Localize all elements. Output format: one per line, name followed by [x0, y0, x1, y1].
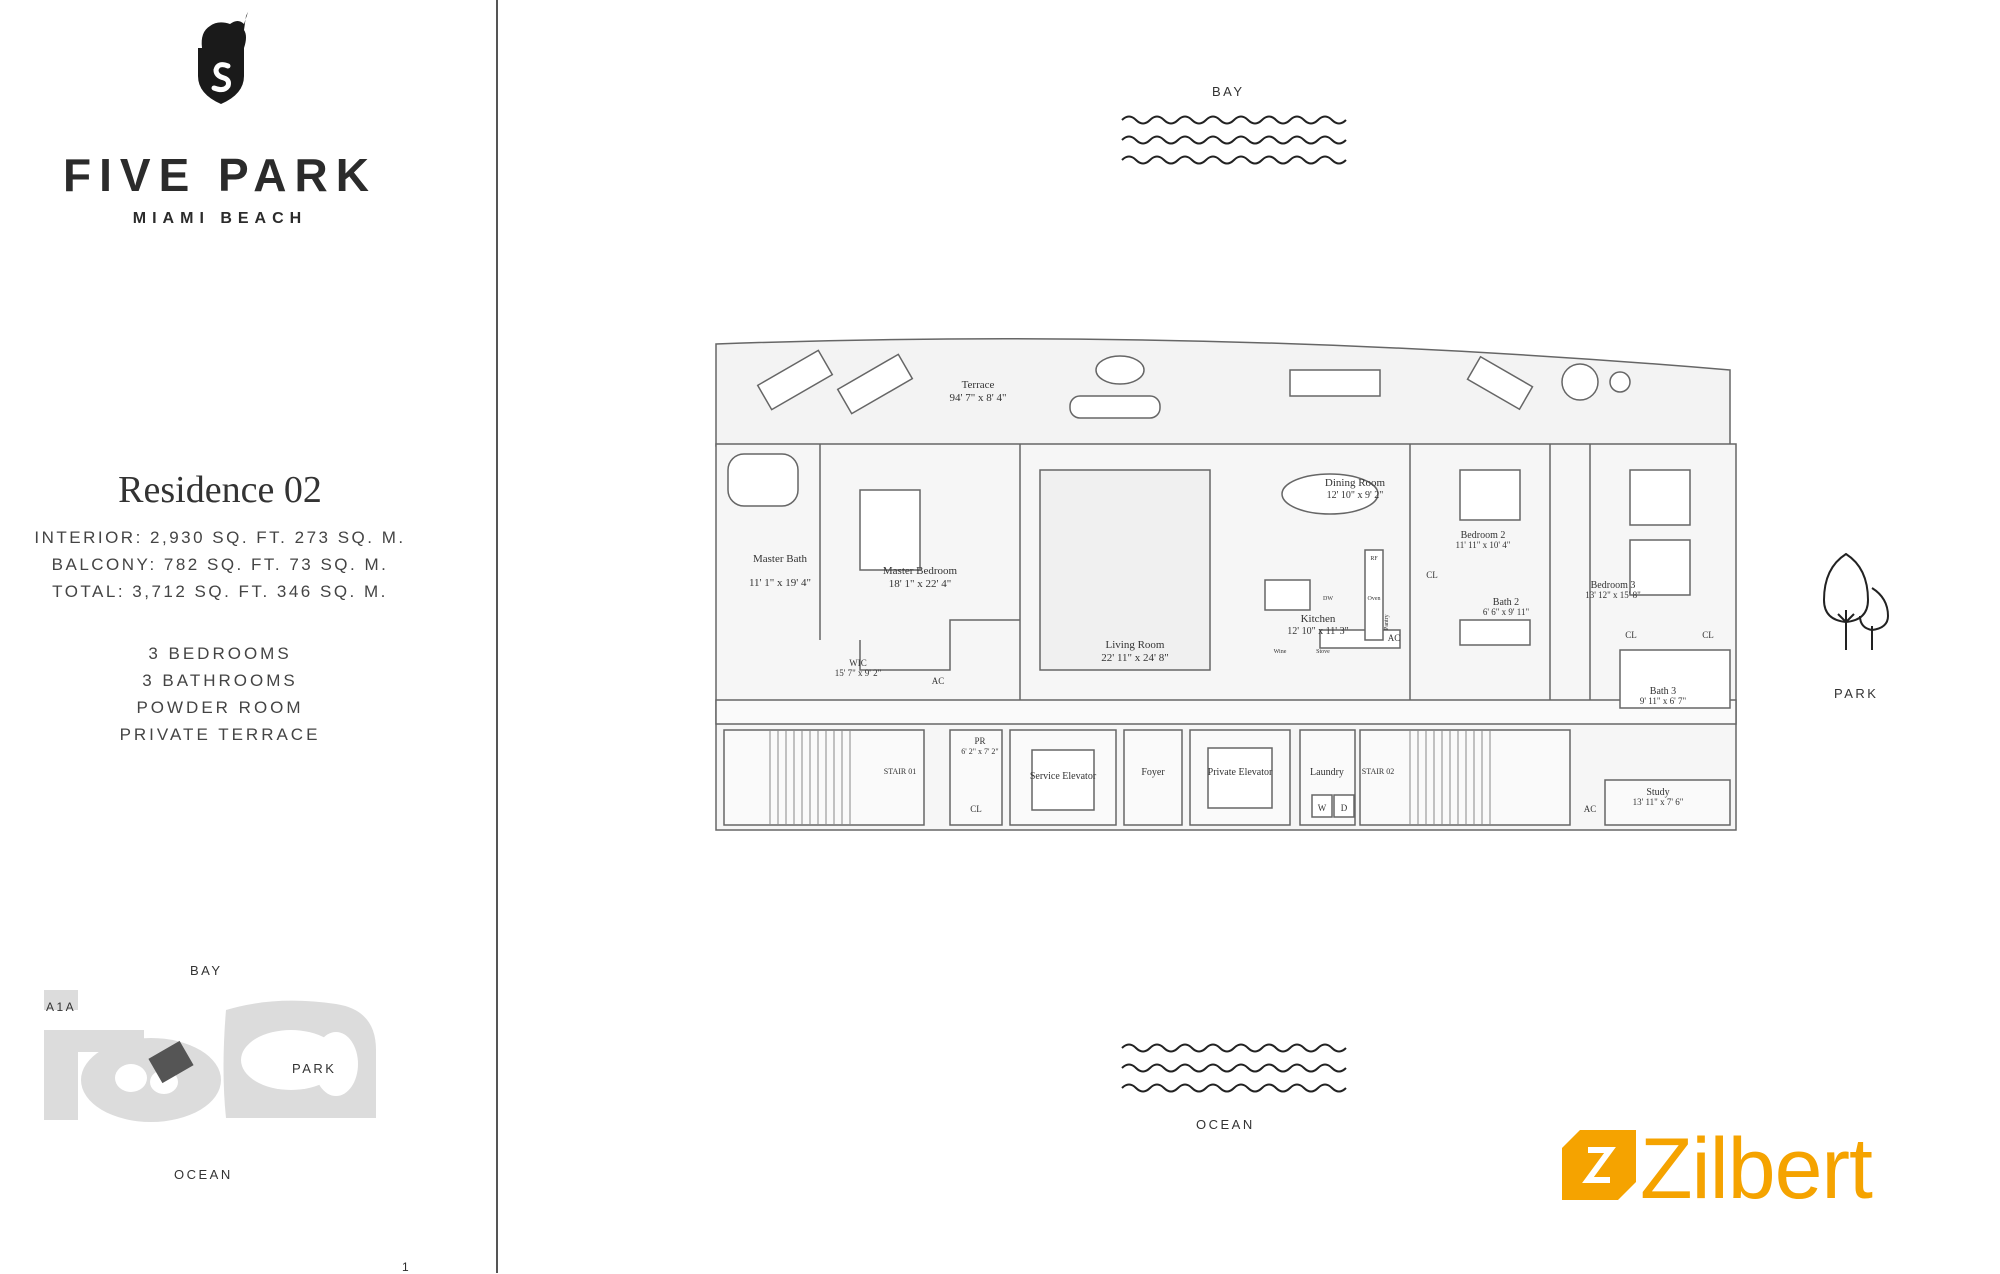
master-bath-dim: 11' 1" x 19' 4"	[749, 577, 811, 589]
spec-total: TOTAL: 3,712 SQ. FT. 346 SQ. M.	[52, 582, 388, 601]
wic-label: WIC	[849, 658, 867, 668]
rf-label: RF	[1370, 556, 1378, 562]
floor-plan: Terrace 94' 7" x 8' 4" Master Bath 11' 1…	[715, 338, 1737, 831]
cl-label-1: CL	[970, 804, 982, 814]
master-bedroom-dim: 18' 1" x 22' 4"	[889, 578, 951, 590]
developer-name: Zilbert	[1640, 1121, 1873, 1217]
stair1-label: STAIR 01	[884, 767, 916, 776]
panel-divider	[496, 0, 498, 1273]
bedroom2-label: Bedroom 2	[1461, 530, 1506, 541]
bedroom2-bed	[1459, 469, 1521, 521]
oven-label: Oven	[1368, 596, 1381, 602]
pr-label: PR	[974, 736, 985, 746]
living-rug	[1039, 469, 1211, 671]
washer-label: W	[1318, 803, 1327, 813]
bay-waves-icon	[1121, 115, 1347, 165]
kitchen-label: Kitchen	[1301, 613, 1336, 625]
study	[1604, 779, 1731, 826]
kitchen-dim: 12' 10" x 11' 3"	[1287, 626, 1348, 637]
terrace-label: Terrace	[962, 379, 995, 391]
feature-bedrooms: 3 BEDROOMS	[148, 644, 292, 663]
feature-powder-room: POWDER ROOM	[136, 698, 304, 717]
a1a-block	[44, 990, 78, 1010]
master-tub	[727, 453, 799, 507]
park-tree-icon	[1822, 552, 1890, 650]
bath2-label: Bath 2	[1493, 597, 1519, 608]
master-bed	[859, 489, 921, 571]
bedroom3-bed-b	[1629, 539, 1691, 596]
service-elevator-label: Service Elevator	[1030, 771, 1097, 782]
bath3	[1619, 649, 1731, 709]
sitemap-ocean-label: OCEAN	[174, 1167, 233, 1182]
residence-title: Residence 02	[118, 469, 322, 511]
dining-room-dim: 12' 10" x 9' 2"	[1327, 490, 1384, 501]
pr-dim: 6' 2" x 7' 2"	[961, 747, 998, 756]
study-label: Study	[1646, 787, 1669, 798]
page-number: 1	[402, 1260, 409, 1274]
stair-01	[723, 729, 925, 826]
dryer-label: D	[1341, 803, 1348, 813]
feature-bathrooms: 3 BATHROOMS	[142, 671, 298, 690]
laundry-label: Laundry	[1310, 767, 1344, 778]
brand-location: MIAMI BEACH	[132, 210, 308, 227]
cl-label-2: CL	[1426, 570, 1438, 580]
park-label: PARK	[1834, 686, 1879, 701]
bedroom3-bed-a	[1629, 469, 1691, 526]
spec-balcony: BALCONY: 782 SQ. FT. 73 SQ. M.	[51, 555, 389, 574]
spec-interior: INTERIOR: 2,930 SQ. FT. 273 SQ. M.	[34, 528, 406, 547]
sitemap-a1a-label: A1A	[46, 1000, 77, 1014]
bedroom2-dim: 11' 11" x 10' 4"	[1456, 540, 1511, 550]
pantry-label: Pantry	[1384, 614, 1390, 630]
ocean-waves-icon	[1121, 1043, 1347, 1093]
sitemap-park-label: PARK	[292, 1061, 337, 1076]
terrace-dim: 94' 7" x 8' 4"	[950, 392, 1007, 404]
foyer-label: Foyer	[1141, 767, 1165, 778]
bedroom3-dim: 13' 12" x 15' 8"	[1585, 590, 1641, 600]
stair2-label: STAIR 02	[1362, 767, 1394, 776]
bedroom3-label: Bedroom 3	[1591, 580, 1636, 591]
site-map	[44, 990, 376, 1122]
ac-label-1: AC	[932, 676, 945, 686]
brand-logo-elephant	[188, 6, 254, 106]
cl-label-3: CL	[1625, 630, 1637, 640]
building-marker	[148, 1040, 194, 1084]
living-room-label: Living Room	[1106, 639, 1165, 651]
bath3-label: Bath 3	[1650, 686, 1676, 697]
wine-label: Wine	[1274, 649, 1287, 655]
master-bedroom-label: Master Bedroom	[883, 565, 958, 577]
foyer	[1123, 729, 1183, 826]
stove-label: Stove	[1316, 649, 1330, 655]
bath3-dim: 9' 11" x 6' 7"	[1640, 696, 1687, 706]
brand-name: FIVE PARK	[63, 149, 377, 201]
sitemap-bay-label: BAY	[190, 963, 223, 978]
dining-room-label: Dining Room	[1325, 477, 1386, 489]
bath2-dim: 6' 6" x 9' 11"	[1483, 607, 1530, 617]
cl-label-4: CL	[1702, 630, 1714, 640]
dining-table	[1281, 473, 1379, 515]
dw-label: DW	[1323, 596, 1333, 602]
zilbert-logo-icon	[1562, 1130, 1636, 1200]
ac-label-2: AC	[1388, 633, 1401, 643]
wic-dim: 15' 7" x 9' 2"	[835, 668, 882, 678]
bay-label: BAY	[1212, 84, 1245, 99]
kitchen-island	[1264, 579, 1311, 611]
living-room-dim: 22' 11" x 24' 8"	[1101, 652, 1169, 664]
ocean-label: OCEAN	[1196, 1117, 1255, 1132]
master-bath-label: Master Bath	[753, 553, 808, 565]
private-elevator-label: Private Elevator	[1208, 767, 1273, 778]
study-dim: 13' 11" x 7' 6"	[1633, 797, 1684, 807]
powder-room	[949, 729, 1003, 826]
ac-label-3: AC	[1584, 804, 1597, 814]
stair-02	[1359, 729, 1571, 826]
feature-private-terrace: PRIVATE TERRACE	[119, 725, 321, 744]
